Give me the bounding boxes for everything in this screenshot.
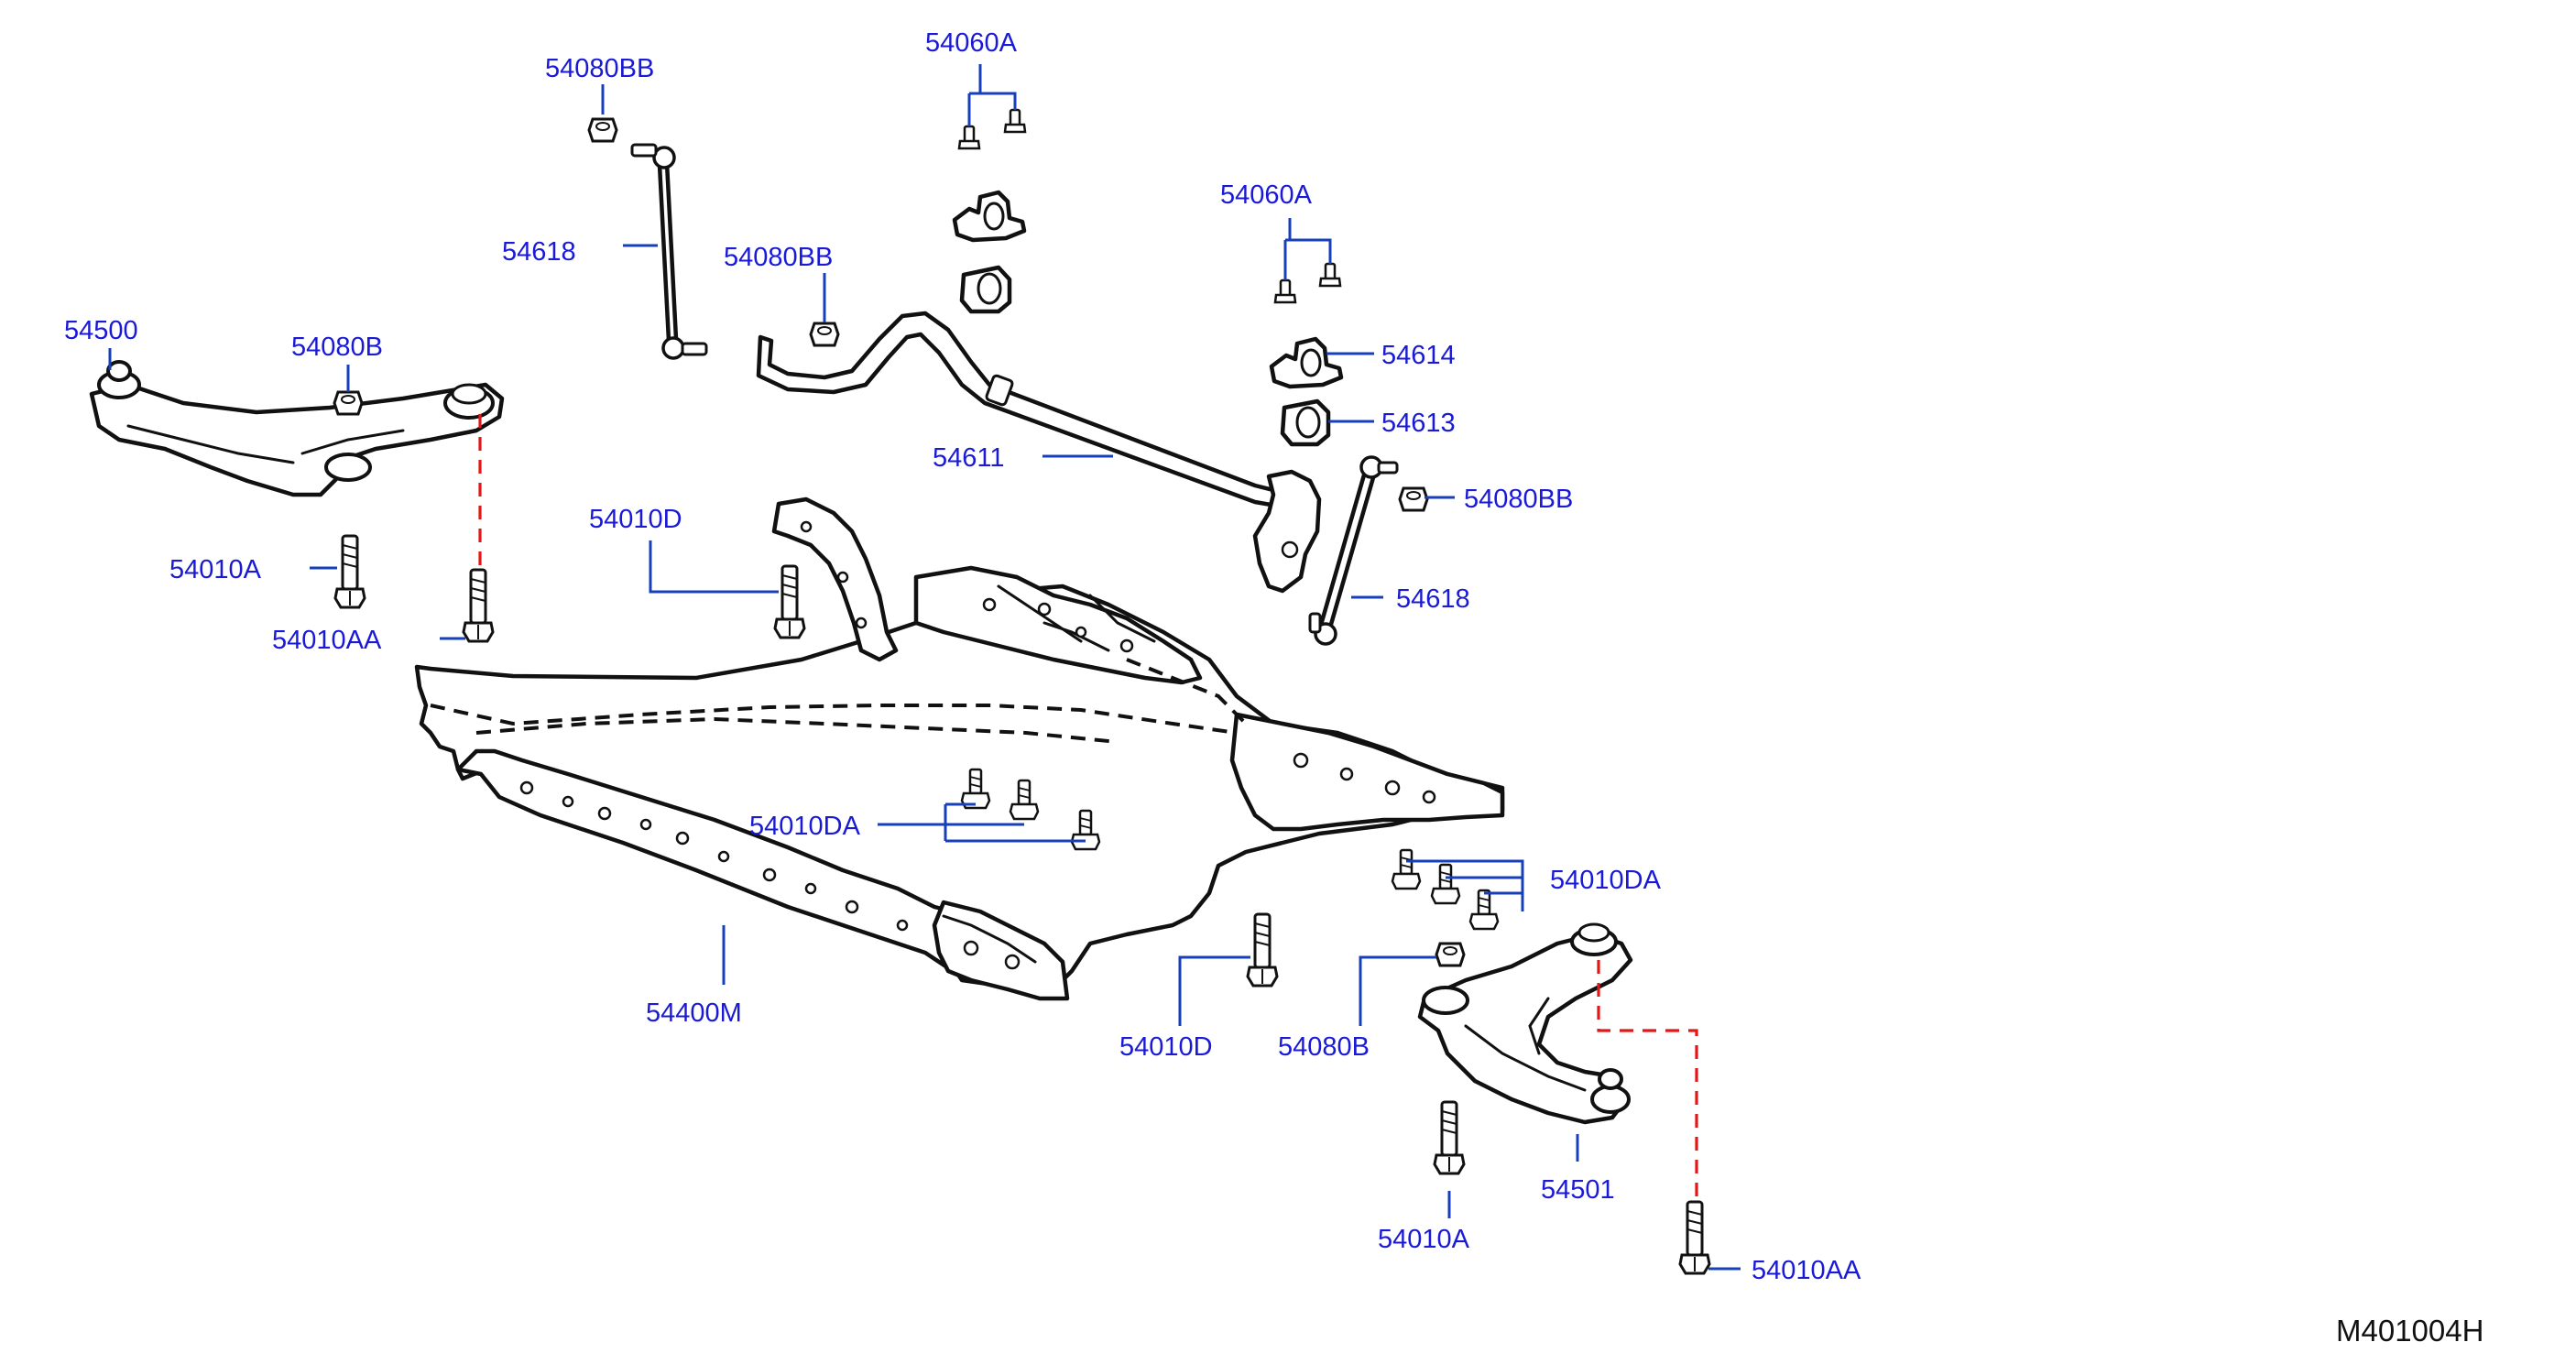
clamp-54614-right <box>1269 336 1344 389</box>
stabilizer-link-54618-top <box>630 143 708 360</box>
label-54010AA-left: 54010AA <box>272 626 382 655</box>
bolt-54010DA-right-3 <box>1468 889 1500 931</box>
nut-54080BB-mid <box>809 322 840 347</box>
nut-54080B-left <box>333 390 364 416</box>
label-54060A-top: 54060A <box>925 28 1018 58</box>
nut-54080BB-top <box>587 117 618 143</box>
label-54010A-left: 54010A <box>169 555 262 584</box>
label-54080BB-right: 54080BB <box>1464 485 1573 514</box>
bushing-54613-right <box>1280 398 1331 447</box>
nut-54080BB-right <box>1398 486 1429 512</box>
label-54501: 54501 <box>1541 1175 1615 1205</box>
label-54010DA-right: 54010DA <box>1550 866 1662 895</box>
label-54613: 54613 <box>1381 409 1456 438</box>
leader-lines <box>108 64 1741 1271</box>
bolt-54010AA-left <box>462 568 495 643</box>
subframe-54400M <box>414 496 1505 1001</box>
label-54010AA-bottom: 54010AA <box>1752 1256 1861 1285</box>
bolt-54060A-right-2 <box>1318 262 1342 288</box>
clamp-54614-top <box>952 190 1027 243</box>
alignment-line-right <box>1597 960 1698 1200</box>
label-54080B-left: 54080B <box>291 333 383 362</box>
label-54618-right: 54618 <box>1396 584 1470 614</box>
label-54010DA-center: 54010DA <box>749 812 861 841</box>
bushing-54613-top <box>959 265 1012 314</box>
bolt-54010D-bottom <box>1246 912 1279 988</box>
bolt-54010AA-bottom <box>1678 1200 1711 1275</box>
nut-54080B-bottom <box>1435 942 1466 967</box>
label-54614: 54614 <box>1381 341 1456 370</box>
label-54080BB-top: 54080BB <box>545 54 654 83</box>
label-54611: 54611 <box>933 443 1005 473</box>
label-54010D-bottom: 54010D <box>1119 1032 1213 1062</box>
label-54400M: 54400M <box>646 998 742 1028</box>
bolt-54010DA-right-2 <box>1430 863 1461 905</box>
lower-arm-54500 <box>89 360 505 497</box>
stabilizer-bar-54611 <box>756 311 1322 594</box>
label-54010A-bottom: 54010A <box>1378 1225 1470 1254</box>
bolt-54010D-top <box>773 564 806 639</box>
bolt-54060A-top-2 <box>1003 108 1027 134</box>
label-54500: 54500 <box>64 316 138 345</box>
bolt-54060A-top-1 <box>957 125 981 150</box>
label-54080B-bottom: 54080B <box>1278 1032 1370 1062</box>
diagram-code: M401004H <box>2336 1314 2483 1348</box>
label-54010D-top: 54010D <box>589 505 682 534</box>
bolt-54060A-right-1 <box>1273 278 1297 304</box>
bolt-54010A-left <box>333 534 366 609</box>
label-54618-top: 54618 <box>502 237 576 267</box>
lower-arm-54501 <box>1417 922 1633 1125</box>
bolt-54010A-bottom <box>1433 1100 1466 1175</box>
bolt-54010DA-right-1 <box>1391 848 1422 890</box>
label-54080BB-mid: 54080BB <box>724 243 833 272</box>
stabilizer-link-54618-right <box>1308 455 1399 646</box>
label-54060A-right: 54060A <box>1220 180 1313 210</box>
